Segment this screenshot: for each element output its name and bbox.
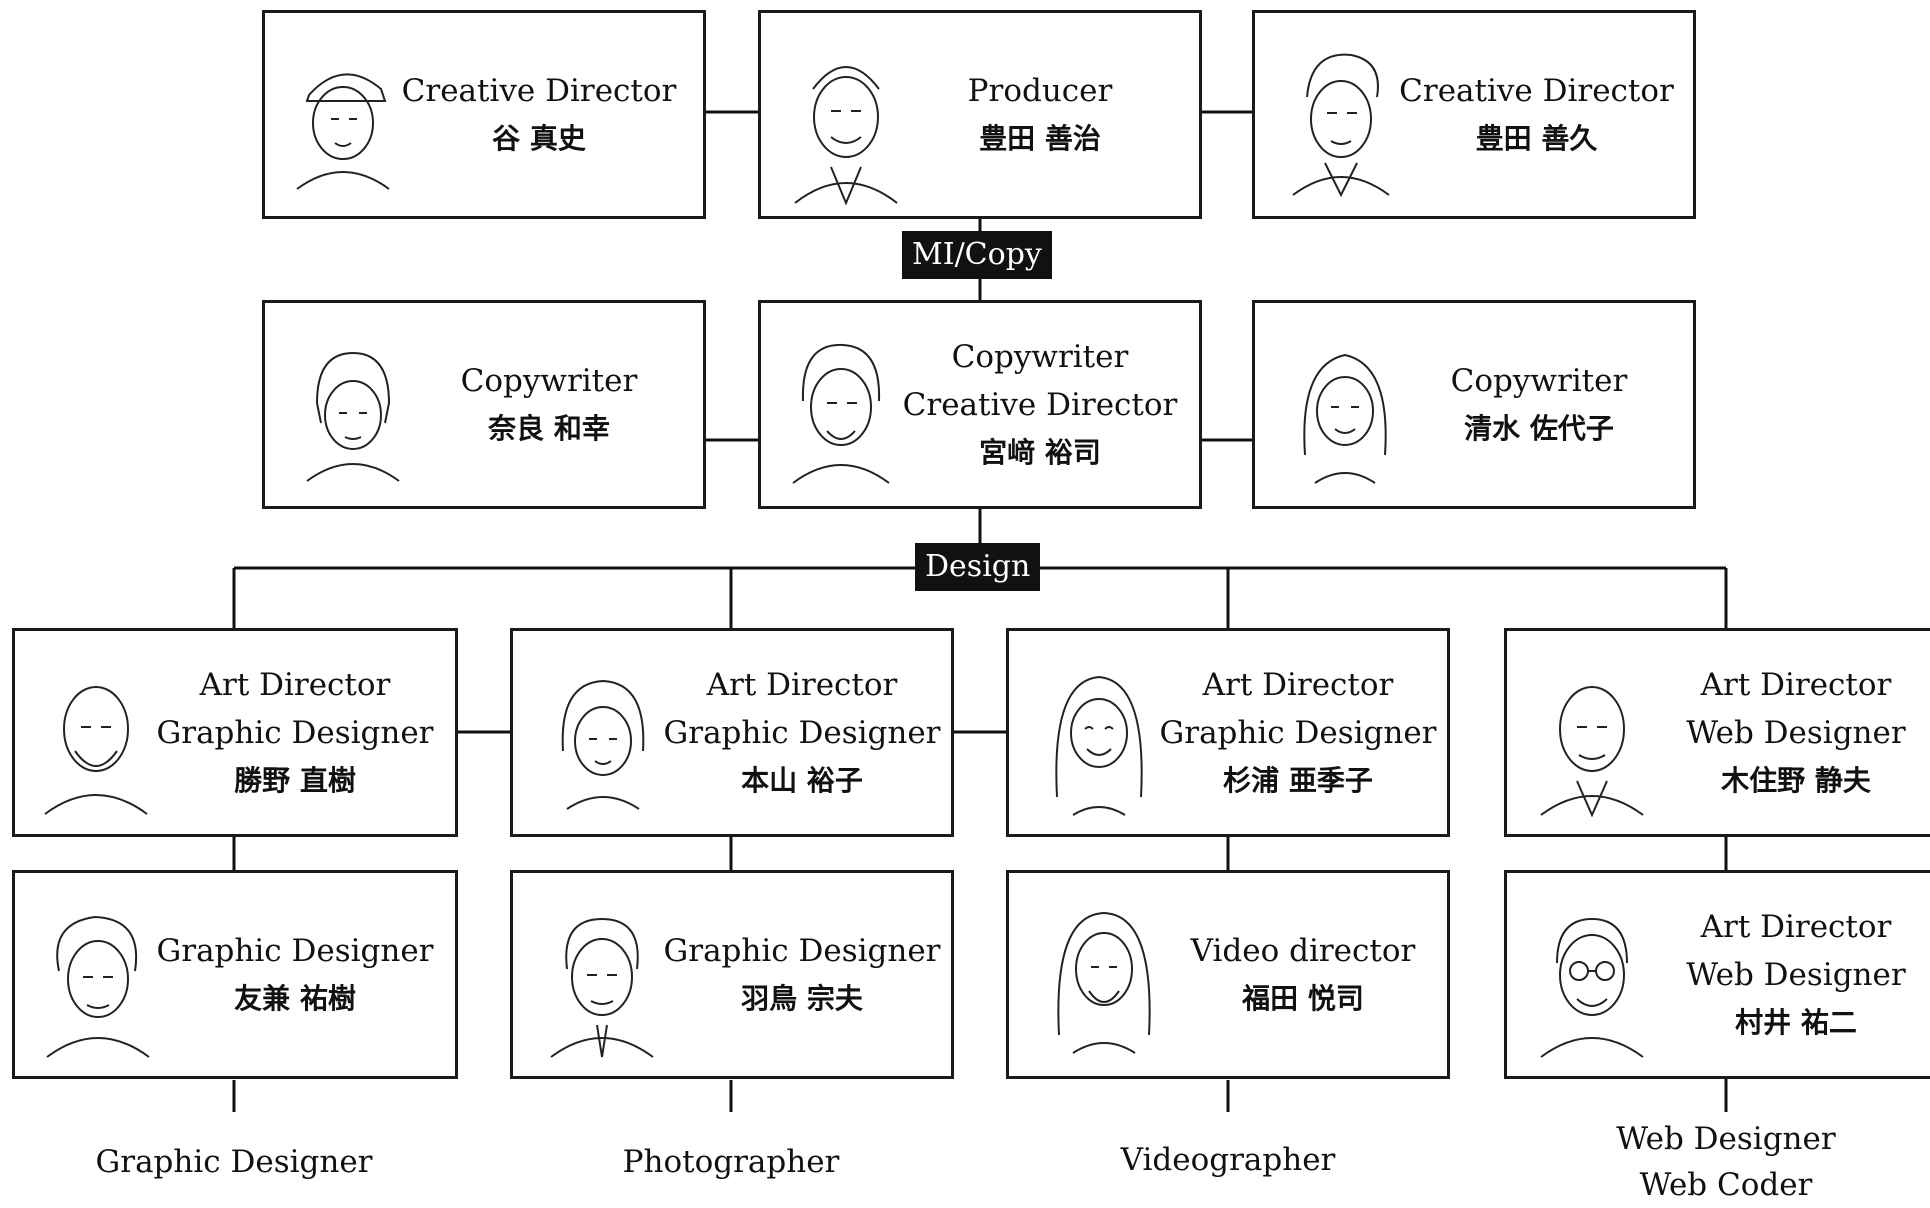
member-role: Art Director <box>1202 666 1394 703</box>
member-name: 福田 悦司 <box>1242 981 1364 1015</box>
member-name: 豊田 善久 <box>1475 121 1598 155</box>
member-card-sub-4: Art Director Web Designer 村井 祐二 <box>1504 870 1930 1079</box>
member-card-copywriter-left: Copywriter 奈良 和幸 <box>262 300 706 509</box>
footer-line: Web Designer <box>1616 1121 1836 1157</box>
member-name: 勝野 直樹 <box>234 763 356 797</box>
member-name: 友兼 祐樹 <box>234 981 356 1015</box>
member-role: Graphic Designer <box>156 932 434 969</box>
member-card-design-1: Art Director Graphic Designer 勝野 直樹 <box>12 628 458 837</box>
person-short-bob-icon <box>561 679 645 810</box>
footer-label: Photographer <box>581 1138 881 1186</box>
member-card-sub-2: Graphic Designer 羽鳥 宗夫 <box>510 870 954 1079</box>
person-beard-icon <box>792 343 890 484</box>
footer-line: Photographer <box>622 1144 840 1180</box>
member-card-sub-1: Graphic Designer 友兼 祐樹 <box>12 870 458 1079</box>
person-suit-tie-icon <box>550 917 654 1058</box>
member-role: Art Director <box>1700 908 1892 945</box>
footer-label: Web Designer Web Coder <box>1576 1116 1876 1208</box>
footer-line: Web Coder <box>1639 1167 1813 1203</box>
member-name: 木住野 静夫 <box>1721 763 1871 797</box>
person-balding-icon <box>1540 686 1644 817</box>
member-card-producer: Producer 豊田 善治 <box>758 10 1202 219</box>
person-long-hair-icon <box>1303 353 1387 484</box>
person-pompadour-icon <box>1292 53 1390 197</box>
footer-line: Graphic Designer <box>95 1144 373 1180</box>
member-card-design-4: Art Director Web Designer 木住野 静夫 <box>1504 628 1930 837</box>
member-name: 本山 裕子 <box>741 763 863 797</box>
member-role: Creative Director <box>401 72 677 109</box>
member-role: Art Director <box>199 666 391 703</box>
group-tag-design: Design <box>915 543 1041 591</box>
member-role: Web Designer <box>1686 714 1906 751</box>
person-glasses-icon <box>1540 917 1644 1058</box>
member-name: 清水 佐代子 <box>1464 411 1614 445</box>
person-bald-beard-icon <box>44 686 148 815</box>
member-name: 羽鳥 宗夫 <box>741 981 863 1015</box>
member-name: 谷 真史 <box>492 121 586 155</box>
person-cap-icon <box>296 73 390 190</box>
member-role: Copywriter <box>951 338 1129 375</box>
member-name: 村井 祐二 <box>1735 1005 1857 1039</box>
member-card-design-3: Art Director Graphic Designer 杉浦 亜季子 <box>1006 628 1450 837</box>
group-tag-mi-copy: MI/Copy <box>902 231 1052 279</box>
member-name: 杉浦 亜季子 <box>1223 763 1373 797</box>
person-curly-hair-icon <box>46 915 150 1058</box>
member-role: Copywriter <box>1450 362 1628 399</box>
member-role: Producer <box>967 72 1113 109</box>
member-role: Graphic Designer <box>663 932 941 969</box>
member-role: Graphic Designer <box>663 714 941 751</box>
member-name: 豊田 善治 <box>979 121 1101 155</box>
member-role: Art Director <box>706 666 898 703</box>
member-card-copywriter-right: Copywriter 清水 佐代子 <box>1252 300 1696 509</box>
member-role: Creative Director <box>1399 72 1674 109</box>
person-suit-icon <box>794 66 898 205</box>
member-role: Graphic Designer <box>1159 714 1437 751</box>
member-card-design-2: Art Director Graphic Designer 本山 裕子 <box>510 628 954 837</box>
member-role: Copywriter <box>460 362 638 399</box>
member-role: Creative Director <box>902 386 1178 423</box>
footer-line: Videographer <box>1120 1142 1336 1178</box>
member-role: Art Director <box>1700 666 1892 703</box>
member-card-creative-director-left: Creative Director 谷 真史 <box>262 10 706 219</box>
member-card-sub-3: Video director 福田 悦司 <box>1006 870 1450 1079</box>
member-card-creative-director-right: Creative Director 豊田 善久 <box>1252 10 1696 219</box>
member-role: Web Designer <box>1686 956 1906 993</box>
member-role: Graphic Designer <box>156 714 434 751</box>
member-name: 宮﨑 裕司 <box>979 435 1101 469</box>
member-card-copywriter-creative-director: Copywriter Creative Director 宮﨑 裕司 <box>758 300 1202 509</box>
person-long-hair-beard-icon <box>1057 911 1151 1054</box>
person-bob-hair-icon <box>306 351 400 482</box>
member-role: Video director <box>1190 932 1416 969</box>
footer-label: Graphic Designer <box>84 1138 384 1186</box>
person-long-hair-smile-icon <box>1055 675 1143 816</box>
member-name: 奈良 和幸 <box>488 411 610 445</box>
footer-label: Videographer <box>1078 1136 1378 1184</box>
